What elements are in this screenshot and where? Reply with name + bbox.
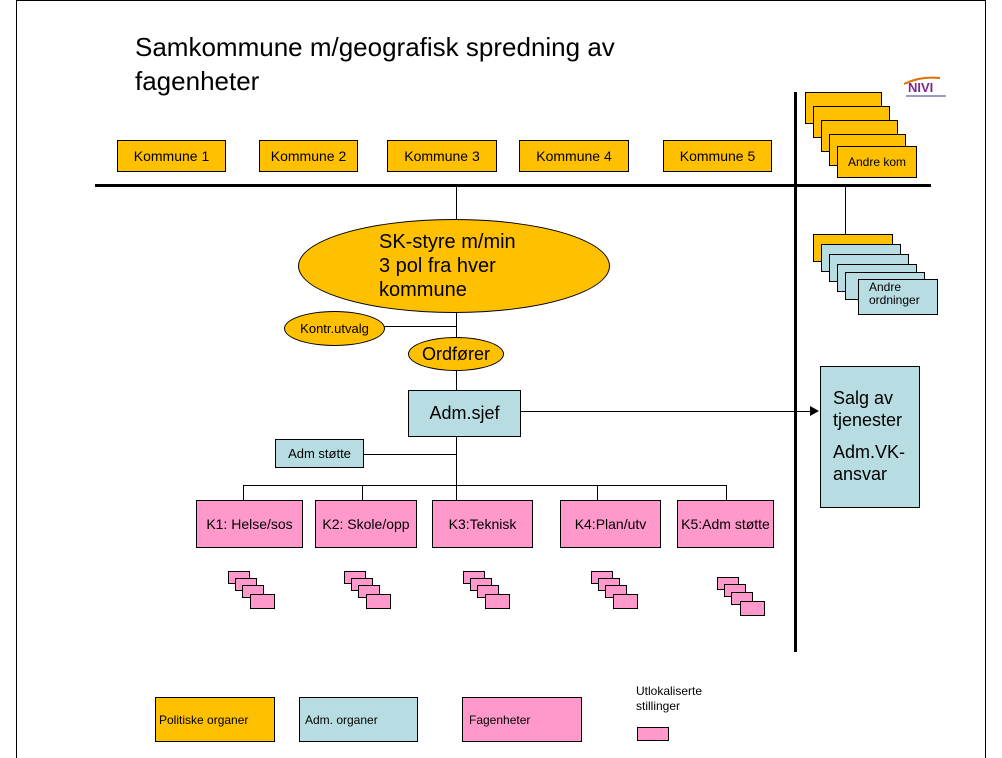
horizontal-divider (95, 184, 931, 187)
other-municipalities-label: Andre kom (847, 155, 907, 169)
services-arrow-line (521, 411, 813, 412)
relocated-position (366, 594, 391, 609)
unit-label: K1: Helse/sos (206, 516, 293, 532)
chief-admin-label: Adm.sjef (429, 403, 500, 423)
control-committee-label: Kontr.utvalg (300, 321, 369, 336)
legend-relocated-label: Utlokaliserte stillinger (636, 684, 703, 713)
other-arrangements-box: Andre ordninger (858, 279, 938, 315)
relocated-position (740, 601, 765, 616)
legend-admin-label: Adm. organer (305, 712, 378, 727)
legend-political: Politiske organer (155, 697, 275, 742)
connector-line (456, 313, 457, 338)
legend-political-label: Politiske organer (159, 712, 249, 727)
connector-line (384, 326, 456, 327)
board-ellipse: SK-styre m/min 3 pol fra hver kommune (298, 219, 610, 313)
unit-label: K5:Adm støtte (681, 516, 770, 532)
relocated-position (250, 594, 275, 609)
municipality-box-4: Kommune 4 (519, 140, 629, 172)
unit-box-k4: K4:Plan/utv (560, 500, 661, 548)
municipality-box-2: Kommune 2 (259, 140, 358, 172)
municipality-label: Kommune 4 (536, 148, 612, 164)
unit-box-k2: K2: Skole/opp (315, 500, 417, 548)
chief-admin-box: Adm.sjef (408, 390, 521, 437)
municipality-label: Kommune 5 (679, 148, 756, 164)
legend-relocated-swatch (637, 727, 669, 741)
connector-line (364, 454, 456, 455)
connector-line (362, 485, 363, 500)
connector-line (243, 485, 244, 500)
legend-units: Fagenheter (462, 697, 582, 742)
slide-frame (16, 0, 986, 758)
connector-line (456, 437, 457, 485)
connector-line (456, 371, 457, 390)
municipality-box-5: Kommune 5 (663, 140, 772, 172)
mayor-label: Ordfører (421, 343, 490, 364)
municipality-label: Kommune 3 (404, 148, 480, 164)
unit-label: K4:Plan/utv (574, 516, 647, 532)
admin-support-label: Adm støtte (288, 446, 351, 461)
relocated-position (613, 594, 638, 609)
municipality-box-3: Kommune 3 (387, 140, 497, 172)
admin-support-box: Adm støtte (275, 439, 364, 468)
page-title: Samkommune m/geografisk spredning av fag… (135, 32, 615, 96)
services-line-1: Salg av tjenester (833, 388, 903, 430)
relocated-position (485, 594, 510, 609)
municipality-box-1: Kommune 1 (117, 140, 226, 172)
municipality-label: Kommune 2 (270, 148, 347, 164)
municipality-label: Kommune 1 (133, 148, 210, 164)
mayor-ellipse: Ordfører (408, 337, 504, 371)
connector-line (845, 186, 846, 234)
arrow-head-icon (810, 406, 819, 416)
other-arrangements-label: Andre ordninger (869, 280, 920, 307)
vertical-divider (794, 92, 797, 652)
nivi-logo: NIVI (900, 74, 958, 100)
unit-box-k5: K5:Adm støtte (677, 500, 774, 548)
unit-label: K2: Skole/opp (322, 516, 410, 532)
unit-box-k1: K1: Helse/sos (196, 500, 303, 548)
control-committee-ellipse: Kontr.utvalg (284, 311, 385, 346)
legend-units-label: Fagenheter (469, 712, 531, 727)
services-box: Salg av tjenester Adm.VK-ansvar (820, 366, 920, 508)
other-municipalities-box: Andre kom (837, 146, 917, 178)
logo-text: NIVI (908, 80, 933, 95)
connector-line (456, 186, 457, 220)
legend-admin: Adm. organer (299, 697, 418, 742)
board-label: SK-styre m/min 3 pol fra hver kommune (379, 231, 516, 301)
services-line-2: Adm.VK-ansvar (833, 442, 906, 484)
unit-label: K3:Teknisk (448, 516, 517, 532)
connector-line (726, 485, 727, 500)
nivi-logo-icon: NIVI (903, 76, 946, 97)
connector-line (597, 485, 598, 500)
unit-box-k3: K3:Teknisk (432, 500, 533, 548)
connector-line (456, 485, 457, 500)
units-bus-line (243, 485, 726, 486)
